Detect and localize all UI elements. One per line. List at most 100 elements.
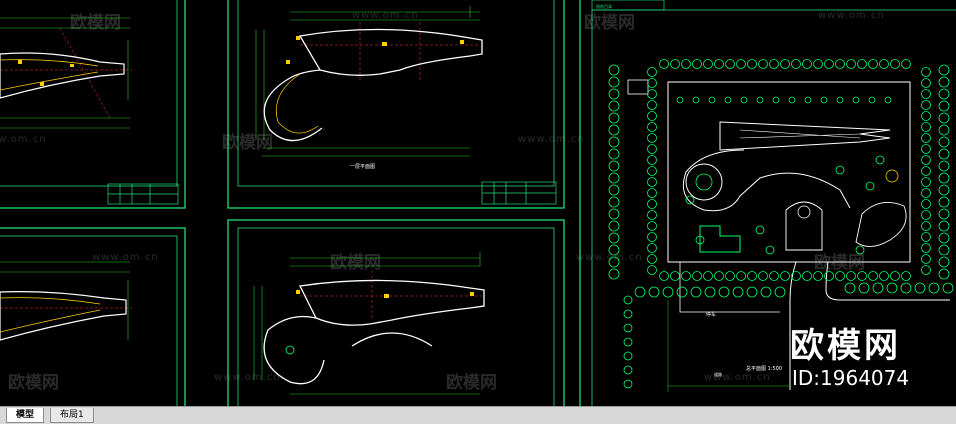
tree-symbol (921, 133, 931, 143)
sheet-frame-top-mid (227, 0, 565, 209)
tree-symbol (835, 165, 845, 175)
tree-symbol (813, 271, 823, 281)
tree-symbol (623, 337, 633, 347)
sheet-inner-top-left (0, 0, 178, 187)
tree-symbol (921, 155, 931, 165)
tree-symbol (608, 160, 620, 172)
tree-symbol (921, 100, 931, 110)
tree-symbol (647, 243, 657, 253)
tree-symbol (791, 271, 801, 281)
sheet-inner-right (591, 9, 956, 406)
tree-symbol (846, 271, 856, 281)
tree-symbol (714, 271, 724, 281)
tree-symbol (647, 133, 657, 143)
cad-model-space[interactable]: 一层平面图 停车 (0, 0, 956, 406)
tree-symbol (608, 112, 620, 124)
tree-symbol (857, 59, 867, 69)
tree-symbol (608, 148, 620, 160)
tree-symbol (865, 181, 875, 191)
tree-symbol (608, 88, 620, 100)
title-blocks (107, 0, 665, 205)
tree-symbol (681, 271, 691, 281)
tree-symbol (780, 59, 790, 69)
plan-top-mid: 一层平面图 (255, 6, 483, 170)
tree-symbol (659, 271, 669, 281)
tree-symbol (634, 286, 646, 298)
tree-symbol (608, 244, 620, 256)
tree-symbol (769, 59, 779, 69)
tree-symbol (879, 59, 889, 69)
tree-symbol (938, 268, 950, 280)
tree-symbol (852, 96, 860, 104)
tree-symbol (736, 59, 746, 69)
tree-symbol (938, 148, 950, 160)
tree-symbol (938, 124, 950, 136)
tree-symbol (647, 265, 657, 275)
tree-symbol (872, 282, 884, 294)
sheet-frame-bottom-left (0, 227, 186, 406)
tree-symbol (608, 256, 620, 268)
tree-symbol (608, 100, 620, 112)
tree-symbol (647, 232, 657, 242)
tree-symbol (662, 286, 674, 298)
tree-symbol (900, 282, 912, 294)
tree-symbol (938, 160, 950, 172)
tree-symbol (765, 245, 775, 255)
tree-symbol (921, 243, 931, 253)
tree-symbol (647, 111, 657, 121)
tree-symbol (921, 78, 931, 88)
tree-symbol (608, 172, 620, 184)
tree-symbol (942, 282, 954, 294)
tree-symbol (623, 379, 633, 389)
cad-drawing: 一层平面图 停车 (0, 0, 956, 406)
tree-symbol (725, 271, 735, 281)
tree-symbol (685, 195, 695, 205)
tree-symbol (608, 136, 620, 148)
tree-symbol (747, 59, 757, 69)
tree-symbol (886, 282, 898, 294)
tree-symbol (608, 184, 620, 196)
layout-tab-bar: 模型 布局1 (0, 406, 956, 424)
tree-symbol (791, 59, 801, 69)
tree-symbol (647, 166, 657, 176)
tree-symbol (858, 282, 870, 294)
tree-symbol (623, 323, 633, 333)
tree-symbol (835, 59, 845, 69)
tab-model[interactable]: 模型 (6, 408, 45, 423)
tree-symbol (820, 96, 828, 104)
tree-symbol (813, 59, 823, 69)
tree-symbol (921, 177, 931, 187)
tree-symbol (938, 220, 950, 232)
site-parking-label: 停车 (706, 311, 716, 318)
tree-symbol (938, 208, 950, 220)
tree-symbol (758, 271, 768, 281)
tree-symbol (879, 271, 889, 281)
tree-symbol (938, 256, 950, 268)
tree-symbol (647, 78, 657, 88)
tree-symbol (857, 271, 867, 281)
tree-symbol (647, 67, 657, 77)
tree-symbol (868, 96, 876, 104)
tree-symbol (756, 96, 764, 104)
tree-symbol (938, 100, 950, 112)
tree-symbol (647, 210, 657, 220)
tree-symbol (836, 96, 844, 104)
tree-symbol (938, 76, 950, 88)
sheet-frames (0, 0, 956, 406)
tree-symbol (890, 59, 900, 69)
site-plan-title: 总平面图 1:500 (746, 365, 782, 372)
tree-symbol (690, 286, 702, 298)
tree-symbol (875, 155, 885, 165)
tree-symbol (676, 96, 684, 104)
tree-symbol (647, 221, 657, 231)
tree-symbol (676, 286, 688, 298)
tab-layout1[interactable]: 布局1 (50, 408, 94, 423)
tree-symbol (921, 199, 931, 209)
sheet-frame-top-left (0, 0, 186, 209)
tree-symbol (928, 282, 940, 294)
tree-symbol (608, 196, 620, 208)
tree-symbol (758, 59, 768, 69)
tree-symbol (938, 172, 950, 184)
tree-symbol (921, 122, 931, 132)
tree-symbol (824, 271, 834, 281)
